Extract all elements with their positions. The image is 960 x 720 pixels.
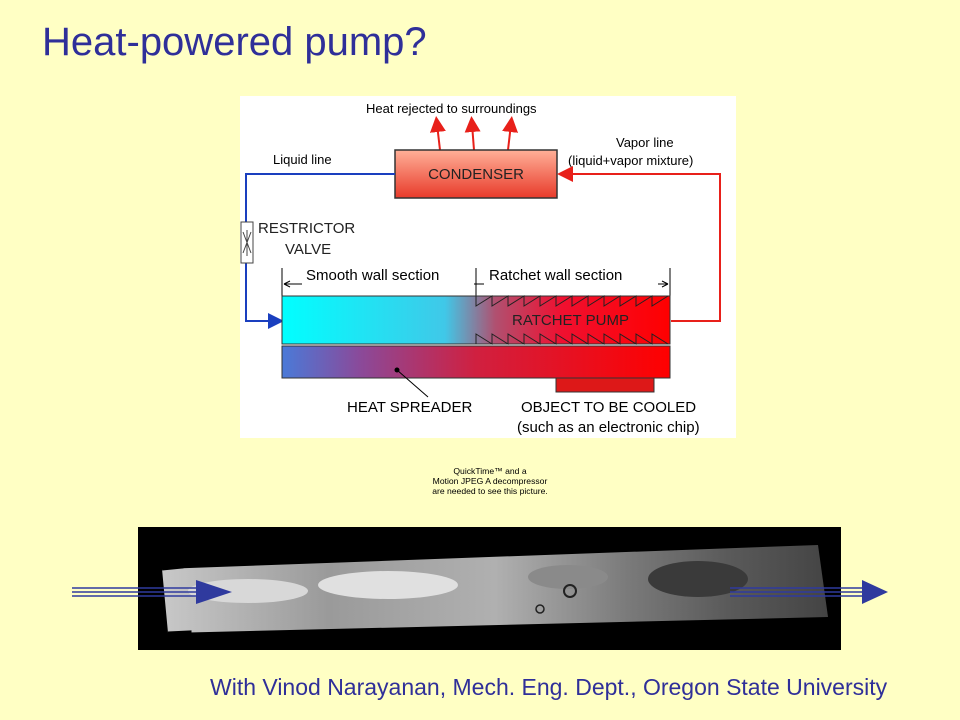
flow-bubble-1 [188, 579, 308, 603]
qt-line-2: Motion JPEG A decompressor [432, 476, 548, 486]
heat-rejected-label: Heat rejected to surroundings [366, 101, 537, 116]
heat-spreader [281, 345, 671, 379]
qt-line-3: are needed to see this picture. [432, 486, 548, 496]
footer-credit: With Vinod Narayanan, Mech. Eng. Dept., … [210, 674, 888, 700]
flow-bubble-3 [528, 565, 608, 589]
restrictor-label-1: RESTRICTOR [258, 220, 355, 237]
liquid-line-lower [245, 263, 284, 329]
footer-clip: With Vinod Narayanan, Mech. Eng. Dept., … [0, 660, 960, 720]
restrictor-label-2: VALVE [285, 241, 331, 258]
heat-arrow-2 [464, 116, 481, 151]
flow-ratchet-edge-bottom [167, 630, 257, 650]
ratchet-teeth-top [475, 295, 669, 307]
flow-bubble-4 [648, 561, 748, 597]
condenser-box [394, 149, 558, 199]
dim-arrow-left [283, 280, 302, 288]
qt-line-1: QuickTime™ and a [453, 466, 527, 476]
liquid-line-upper [245, 173, 395, 222]
heat-arrow-3 [502, 116, 519, 151]
ratchet-pump-diagram: Heat rejected to surroundings CONDENSER … [240, 96, 736, 438]
electronic-chip [555, 377, 655, 393]
liquid-line-label: Liquid line [273, 152, 332, 167]
ratchet-teeth-bottom [475, 333, 669, 345]
smooth-wall-label: Smooth wall section [306, 267, 439, 284]
heat-arrow-1 [429, 116, 446, 151]
flow-visualization-image [138, 527, 841, 650]
object-cooled-label-2: (such as an electronic chip) [517, 419, 700, 436]
ratchet-wall-label: Ratchet wall section [489, 267, 622, 284]
ratchet-pump-label: RATCHET PUMP [512, 312, 629, 329]
flow-bubble-6 [535, 604, 545, 614]
quicktime-placeholder-notice: QuickTime™ and a Motion JPEG A decompres… [414, 466, 566, 496]
flow-image-canvas [161, 539, 828, 650]
flow-ratchet-edge-top [161, 539, 271, 571]
vapor-line [557, 166, 721, 322]
flow-bubble-5 [563, 584, 577, 598]
dim-arrow-right [658, 280, 669, 288]
vapor-line-label-1: Vapor line [616, 135, 674, 150]
heat-spreader-label: HEAT SPREADER [347, 399, 472, 416]
object-cooled-label-1: OBJECT TO BE COOLED [521, 399, 696, 416]
vapor-line-label-2: (liquid+vapor mixture) [568, 153, 693, 168]
slide-title: Heat-powered pump? [42, 20, 427, 64]
diagram-canvas: Heat rejected to surroundings CONDENSER … [240, 101, 721, 436]
flow-bubble-2 [318, 571, 458, 599]
callout-line [396, 369, 429, 398]
condenser-label: CONDENSER [428, 166, 524, 183]
